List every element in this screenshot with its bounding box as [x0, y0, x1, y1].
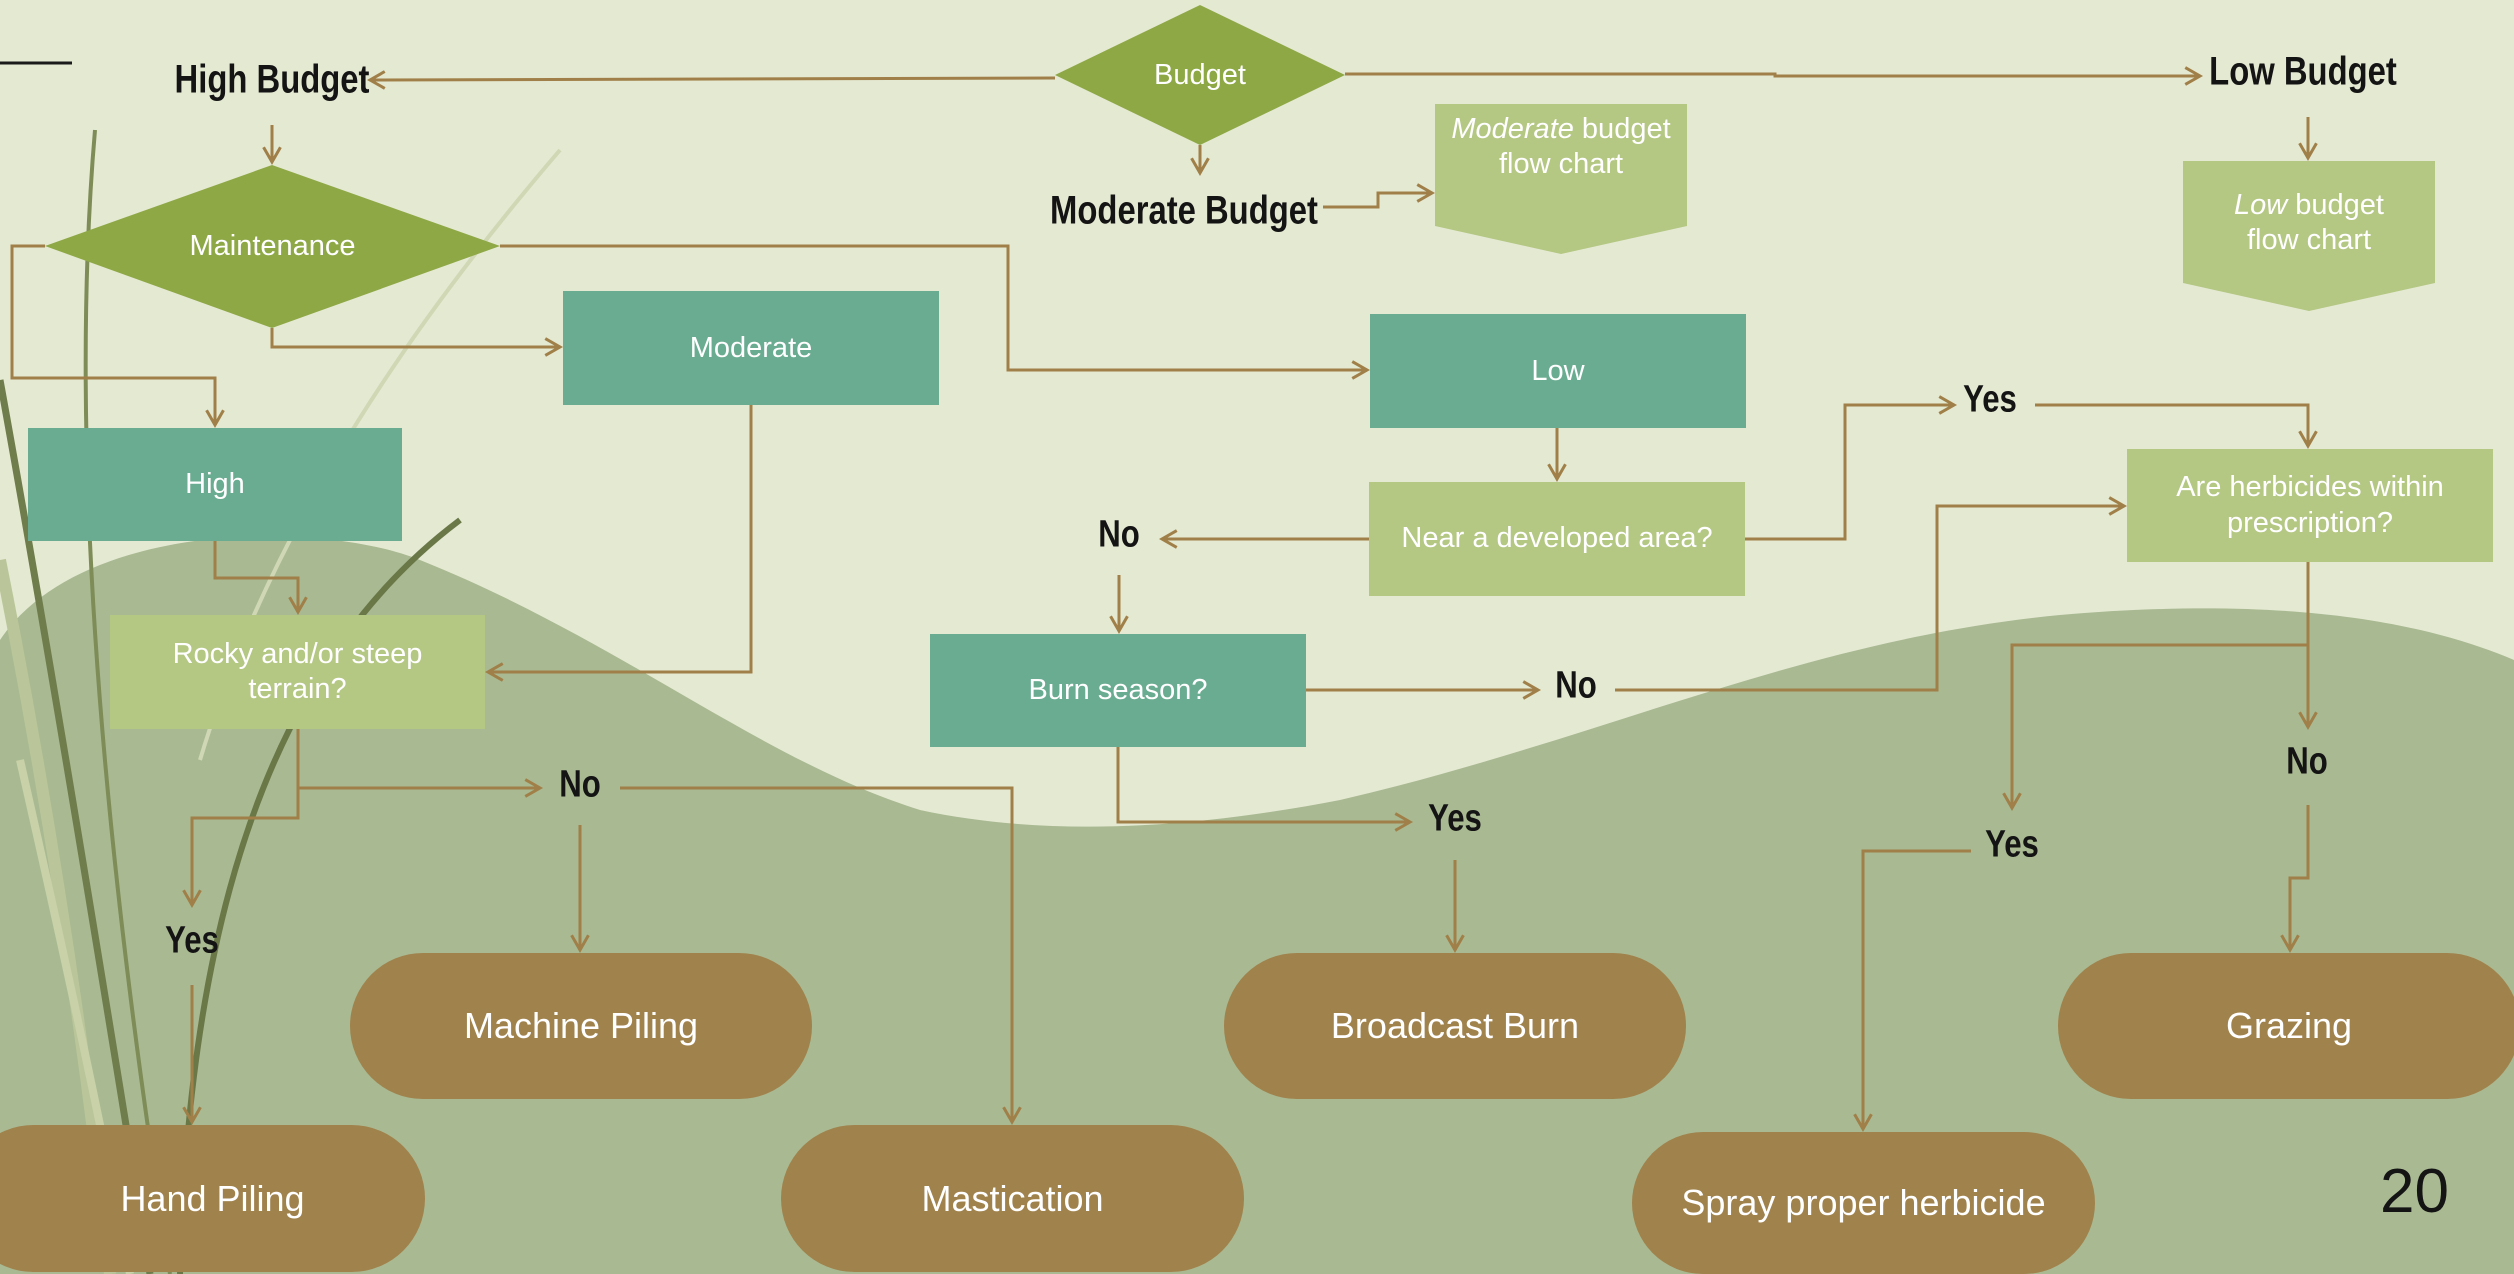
- flag-shape: [1435, 104, 1687, 254]
- low-budget-label: Low Budget: [2209, 49, 2397, 94]
- burn-yes-label: Yes: [1428, 797, 1482, 840]
- maintenance-decision-label: Maintenance: [189, 230, 356, 262]
- low-chart-emphasis: Low: [2234, 189, 2288, 221]
- spray-herbicide-outcome: Spray proper herbicide: [1632, 1132, 2095, 1274]
- high-budget-label: High Budget: [174, 57, 370, 102]
- rocky-no-label: No: [559, 763, 601, 806]
- broadcast-burn-outcome: Broadcast Burn: [1224, 953, 1686, 1099]
- near-developed-question: Near a developed area?: [1369, 482, 1745, 596]
- diamond-shape: [45, 165, 500, 328]
- maintenance-low-box: Low: [1370, 314, 1746, 428]
- low-chart-text: budget flow chart: [2246, 189, 2384, 257]
- machine-piling-outcome: Machine Piling: [350, 953, 812, 1099]
- page-number: 20: [2380, 1157, 2449, 1226]
- developed-yes-label: Yes: [1963, 378, 2017, 421]
- low-budget-chart-card: Low budget flow chart: [2183, 161, 2435, 311]
- flag-shape: [2183, 161, 2435, 311]
- grazing-outcome: Grazing: [2058, 953, 2514, 1099]
- budget-decision: Budget: [1055, 5, 1345, 145]
- moderate-budget-chart-card: Moderate budget flow chart: [1435, 104, 1687, 254]
- rocky-terrain-question: Rocky and/or steep terrain?: [110, 615, 485, 729]
- burn-no-label: No: [1555, 664, 1597, 707]
- rocky-yes-label: Yes: [165, 919, 219, 962]
- herbicides-yes-label: Yes: [1985, 823, 2039, 866]
- moderate-budget-label: Moderate Budget: [1050, 188, 1318, 233]
- herbicides-question: Are herbicides within prescription?: [2127, 449, 2493, 562]
- herbicides-no-label: No: [2286, 740, 2328, 783]
- maintenance-moderate-box: Moderate: [563, 291, 939, 405]
- hand-piling-outcome: Hand Piling: [0, 1125, 425, 1272]
- burn-season-question: Burn season?: [930, 634, 1306, 747]
- diamond-shape: [1055, 5, 1345, 145]
- grass-blade: [0, 379, 154, 1274]
- mastication-outcome: Mastication: [781, 1125, 1244, 1272]
- maintenance-decision: Maintenance: [45, 165, 500, 328]
- developed-no-label: No: [1098, 513, 1140, 556]
- moderate-chart-emphasis: Moderate: [1451, 113, 1574, 145]
- moderate-chart-text: budget flow chart: [1498, 113, 1671, 181]
- maintenance-high-box: High: [28, 428, 402, 541]
- budget-decision-label: Budget: [1154, 58, 1246, 91]
